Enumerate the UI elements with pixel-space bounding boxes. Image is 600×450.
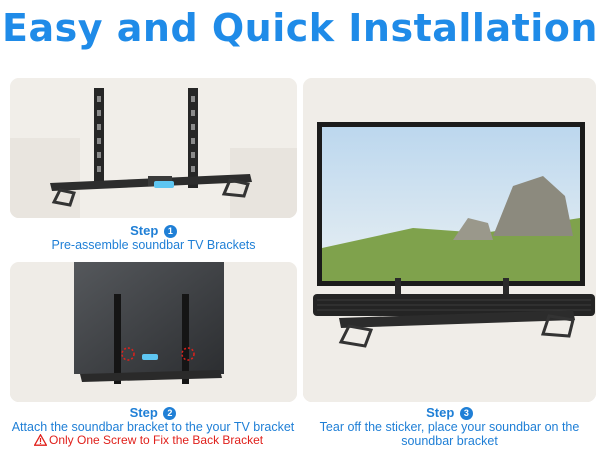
warning-text: Only One Screw to Fix the Back Bracket [49,433,264,447]
step-1-description: Pre-assemble soundbar TV Brackets [51,238,256,252]
step-2-caption: Step 2 Attach the soundbar bracket to th… [4,406,302,435]
step-1-heading: Step 1 [10,224,297,238]
step-3-heading: Step 3 [303,406,596,420]
step-1-caption: Step 1 Pre-assemble soundbar TV Brackets [10,224,297,253]
step-number-badge: 2 [163,407,177,420]
step-number-badge: 1 [163,225,177,238]
screw-warning: Only One Screw to Fix the Back Bracket [33,433,264,447]
step-2-heading: Step 2 [4,406,302,420]
page-title: Easy and Quick Installation [2,6,598,50]
step-1-image [10,78,297,218]
step-number-badge: 3 [459,407,473,420]
warning-triangle-icon [33,433,48,446]
step-2-description: Attach the soundbar bracket to the your … [11,420,295,434]
step-3-description: Tear off the sticker, place your soundba… [319,420,580,448]
step-2-image [10,262,297,402]
step-3-caption: Step 3 Tear off the sticker, place your … [303,406,596,449]
step-3-image [303,78,596,402]
